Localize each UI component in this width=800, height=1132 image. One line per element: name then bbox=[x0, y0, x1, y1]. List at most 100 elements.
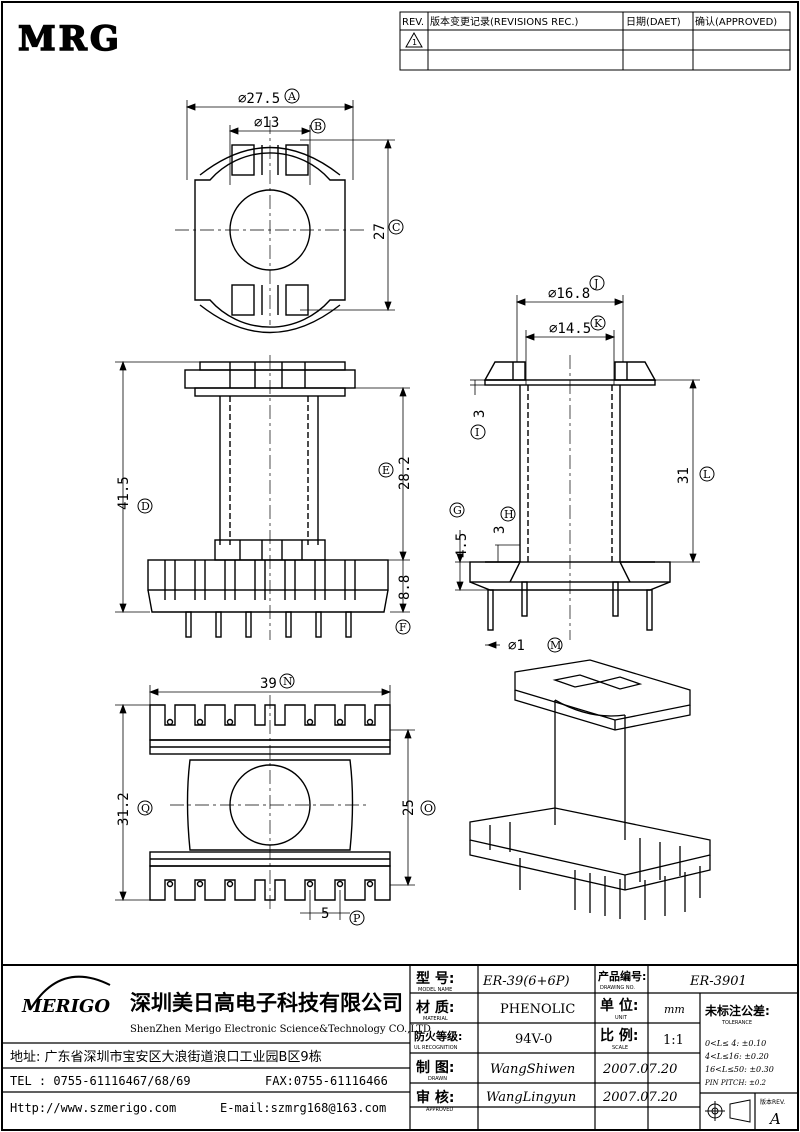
unit-value: mm bbox=[664, 1003, 685, 1016]
dim-height: 27 bbox=[372, 223, 388, 240]
tolerance-sublabel: TOLERANCE bbox=[721, 1020, 752, 1026]
drawn-by-name: WangShiwen bbox=[490, 1062, 575, 1077]
bottom-view bbox=[149, 695, 391, 910]
dim-pin-height: 8.8 bbox=[397, 575, 413, 600]
dim-step: 3 bbox=[492, 526, 508, 534]
scale-value: 1:1 bbox=[663, 1033, 684, 1048]
approved-label: 审 核: bbox=[416, 1089, 454, 1106]
tag-l: L bbox=[703, 468, 711, 481]
bottom-view-dimensions bbox=[115, 685, 415, 920]
side-view bbox=[469, 355, 671, 640]
material-label: 材 质: bbox=[416, 999, 454, 1016]
revision-triangle-icon bbox=[405, 31, 423, 48]
company-address: 地址: 广东省深圳市宝安区大浪街道浪口工业园B区9栋 bbox=[10, 1049, 322, 1065]
revision-number: 1 bbox=[412, 38, 417, 47]
flame-rating-label: 防火等级: bbox=[414, 1029, 462, 1043]
tag-p-circle bbox=[349, 910, 365, 926]
rev-label: 版本REV. bbox=[760, 1098, 785, 1106]
dim-bottom-width: 39 bbox=[260, 676, 277, 692]
tag-j-circle bbox=[589, 275, 605, 291]
dim-bottom-inner: 25 bbox=[401, 799, 417, 816]
dim-side-outer: ⌀16.8 bbox=[548, 286, 590, 302]
side-view-dimensions bbox=[455, 295, 700, 649]
tolerance-line-3: 16<L≤50: ±0.30 bbox=[705, 1065, 774, 1074]
scale-sublabel: SCALE bbox=[612, 1045, 628, 1051]
material-value: PHENOLIC bbox=[500, 1002, 575, 1017]
tag-m: M bbox=[550, 639, 561, 652]
approved-sublabel: APPROVED bbox=[426, 1107, 453, 1113]
drawing-no-label: 产品编号: bbox=[598, 969, 646, 983]
tag-c: C bbox=[392, 221, 400, 234]
tag-q: Q bbox=[141, 802, 150, 815]
dim-base: 4.5 bbox=[454, 533, 470, 558]
tag-i: I bbox=[475, 426, 479, 439]
company-website: Http://www.szmerigo.com bbox=[10, 1101, 176, 1115]
drawing-no-sublabel: DRAWING NO. bbox=[600, 985, 635, 991]
tag-d-circle bbox=[137, 498, 153, 514]
tag-k: K bbox=[594, 317, 603, 330]
company-name-en: ShenZhen Merigo Electronic Science&Techn… bbox=[130, 1024, 431, 1035]
dim-bottom-depth: 31.2 bbox=[116, 792, 132, 826]
tag-o: O bbox=[424, 802, 433, 815]
tag-e-circle bbox=[378, 462, 394, 478]
tag-h-circle bbox=[500, 506, 516, 522]
front-view bbox=[147, 355, 389, 640]
unit-sublabel: UNIT bbox=[615, 1015, 628, 1021]
tag-q-circle bbox=[137, 800, 153, 816]
scale-label: 比 例: bbox=[600, 1027, 638, 1044]
model-value: ER-39(6+6P) bbox=[482, 974, 570, 989]
dim-flange: 3 bbox=[472, 410, 488, 418]
flame-rating-value: 94V-0 bbox=[515, 1032, 552, 1047]
tag-n: N bbox=[283, 675, 293, 688]
top-view-dimensions bbox=[185, 100, 395, 312]
company-email: E-mail:szmrg168@163.com bbox=[220, 1101, 386, 1115]
company-tel: TEL : 0755-61116467/68/69 bbox=[10, 1074, 191, 1088]
dim-bore-diameter: ⌀13 bbox=[254, 115, 279, 131]
isometric-view bbox=[469, 659, 711, 920]
title-block-grid bbox=[1, 964, 799, 1131]
revision-table: REV. 版本变更记录(REVISIONS REC.) 日期(DAET) 确认(… bbox=[399, 11, 791, 71]
drawn-label: 制 图: bbox=[416, 1059, 454, 1076]
projection-symbol-icon bbox=[705, 1099, 751, 1123]
dim-total-height: 41.5 bbox=[116, 476, 132, 510]
drawn-date: 2007.07.20 bbox=[602, 1062, 677, 1077]
tag-l-circle bbox=[699, 466, 715, 482]
tolerance-line-1: 0<L≤ 4: ±0.10 bbox=[705, 1039, 766, 1048]
tag-g: G bbox=[453, 504, 462, 517]
model-sublabel: MODEL NAME bbox=[418, 987, 452, 993]
material-sublabel: MATERIAL bbox=[423, 1016, 448, 1022]
approved-by-name: WangLingyun bbox=[486, 1090, 576, 1105]
dim-body-height: 28.2 bbox=[397, 456, 413, 490]
tag-n-circle bbox=[279, 673, 295, 689]
tag-f-circle bbox=[395, 619, 411, 635]
rev-value: A bbox=[768, 1110, 781, 1128]
revisions-col-header: 版本变更记录(REVISIONS REC.) bbox=[430, 15, 579, 28]
dim-pin-diameter: ⌀1 bbox=[508, 638, 525, 654]
tag-b-circle bbox=[310, 118, 326, 134]
dim-pin-pitch: 5 bbox=[321, 906, 329, 922]
front-view-dimensions bbox=[115, 360, 410, 614]
model-label: 型 号: bbox=[416, 970, 454, 987]
tag-m-circle bbox=[547, 637, 563, 653]
company-logo: MERIGO bbox=[21, 996, 110, 1017]
tag-a: A bbox=[287, 90, 297, 103]
company-fax: FAX:0755-61116466 bbox=[265, 1074, 388, 1088]
merigo-swoosh-icon bbox=[29, 975, 111, 1011]
logo: MRG bbox=[18, 19, 122, 59]
tag-d: D bbox=[141, 500, 150, 513]
flame-rating-sublabel: UL RECOGNITION bbox=[414, 1045, 458, 1051]
tag-h: H bbox=[504, 508, 514, 521]
drawn-sublabel: DRAWN bbox=[428, 1076, 447, 1082]
tag-j: J bbox=[593, 277, 598, 290]
tag-k-circle bbox=[590, 315, 606, 331]
date-col-header: 日期(DAET) bbox=[626, 16, 681, 28]
company-name-cn: 深圳美日高电子科技有限公司 bbox=[130, 991, 403, 1015]
tag-i-circle bbox=[470, 424, 486, 440]
dim-length: 31 bbox=[676, 467, 692, 484]
tolerance-line-2: 4<L≤16: ±0.20 bbox=[704, 1052, 769, 1061]
tag-c-circle bbox=[388, 219, 404, 235]
approved-date: 2007.07.20 bbox=[602, 1090, 677, 1105]
tag-a-circle bbox=[284, 88, 300, 104]
